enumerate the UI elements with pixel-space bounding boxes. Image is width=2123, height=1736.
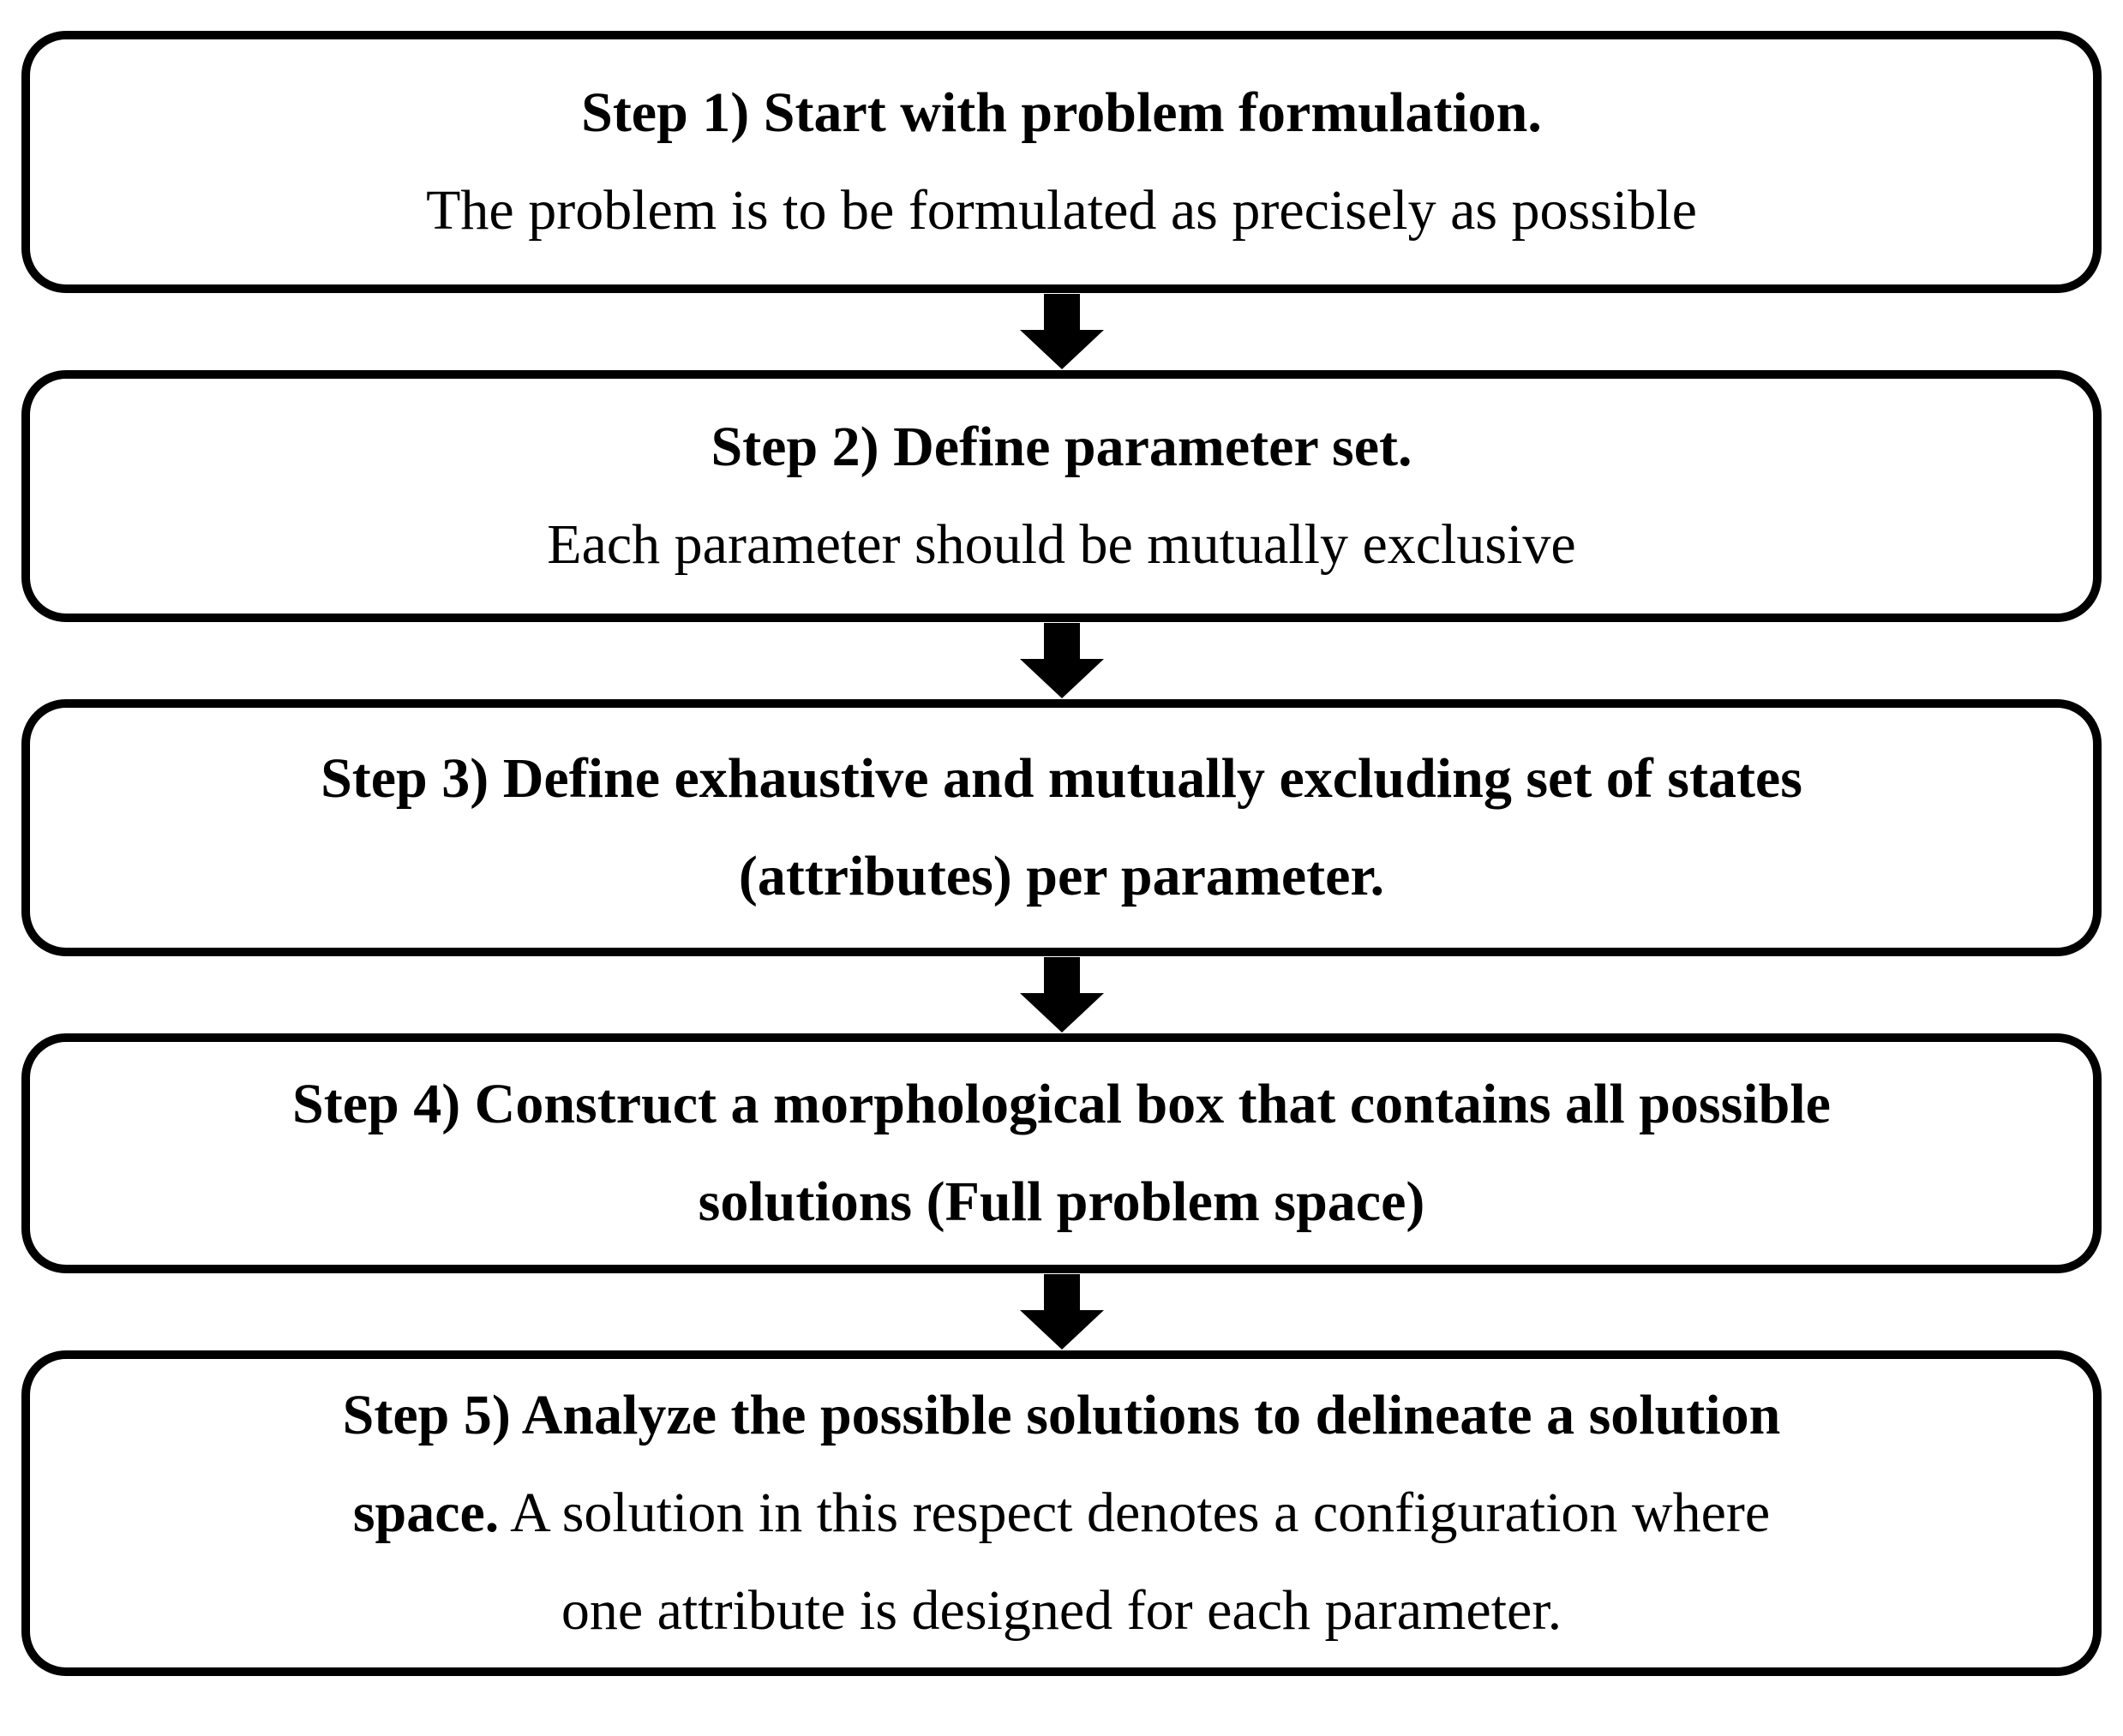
step-text-bold: Step 2) Define parameter set. [711, 416, 1412, 478]
step-text-regular: The problem is to be formulated as preci… [426, 179, 1697, 242]
step-text-bold: Step 3) Define exhaustive and mutually e… [321, 747, 1802, 810]
step-text-bold: Step 4) Construct a morphological box th… [292, 1073, 1831, 1135]
step-3-box: Step 3) Define exhaustive and mutually e… [21, 699, 2102, 956]
step-line: Step 5) Analyze the possible solutions t… [77, 1367, 2046, 1464]
down-arrow-icon [1019, 957, 1104, 1033]
step-line: (attributes) per parameter. [77, 828, 2046, 925]
step-text-bold: (attributes) per parameter. [738, 845, 1385, 907]
step-text-bold: space. [352, 1482, 500, 1544]
step-line: Step 4) Construct a morphological box th… [77, 1056, 2046, 1153]
step-text-regular: one attribute is designed for each param… [561, 1579, 1562, 1642]
step-1-box: Step 1) Start with problem formulation. … [21, 31, 2102, 293]
connector-3 [21, 956, 2102, 1033]
down-arrow-icon [1019, 623, 1104, 698]
step-line: one attribute is designed for each param… [77, 1562, 2046, 1660]
step-line: Step 3) Define exhaustive and mutually e… [77, 730, 2046, 828]
connector-4 [21, 1273, 2102, 1350]
flowchart-column: Step 1) Start with problem formulation. … [21, 31, 2102, 1676]
step-text-bold: Step 5) Analyze the possible solutions t… [342, 1384, 1781, 1446]
connector-2 [21, 622, 2102, 699]
step-text-bold: Step 1) Start with problem formulation. [581, 81, 1542, 144]
step-2-box: Step 2) Define parameter set. Each param… [21, 370, 2102, 622]
step-line: Step 2) Define parameter set. [77, 398, 2046, 496]
step-4-box: Step 4) Construct a morphological box th… [21, 1033, 2102, 1273]
connector-1 [21, 293, 2102, 370]
down-arrow-icon [1019, 294, 1104, 369]
step-text-bold: solutions (Full problem space) [698, 1170, 1425, 1233]
step-text-regular: A solution in this respect denotes a con… [499, 1482, 1771, 1544]
step-line: space. A solution in this respect denote… [77, 1464, 2046, 1562]
step-line: The problem is to be formulated as preci… [77, 162, 2046, 260]
down-arrow-icon [1019, 1274, 1104, 1350]
step-line: Step 1) Start with problem formulation. [77, 64, 2046, 162]
step-line: Each parameter should be mutually exclus… [77, 496, 2046, 594]
step-5-box: Step 5) Analyze the possible solutions t… [21, 1350, 2102, 1676]
step-line: solutions (Full problem space) [77, 1153, 2046, 1251]
step-text-regular: Each parameter should be mutually exclus… [547, 513, 1576, 576]
